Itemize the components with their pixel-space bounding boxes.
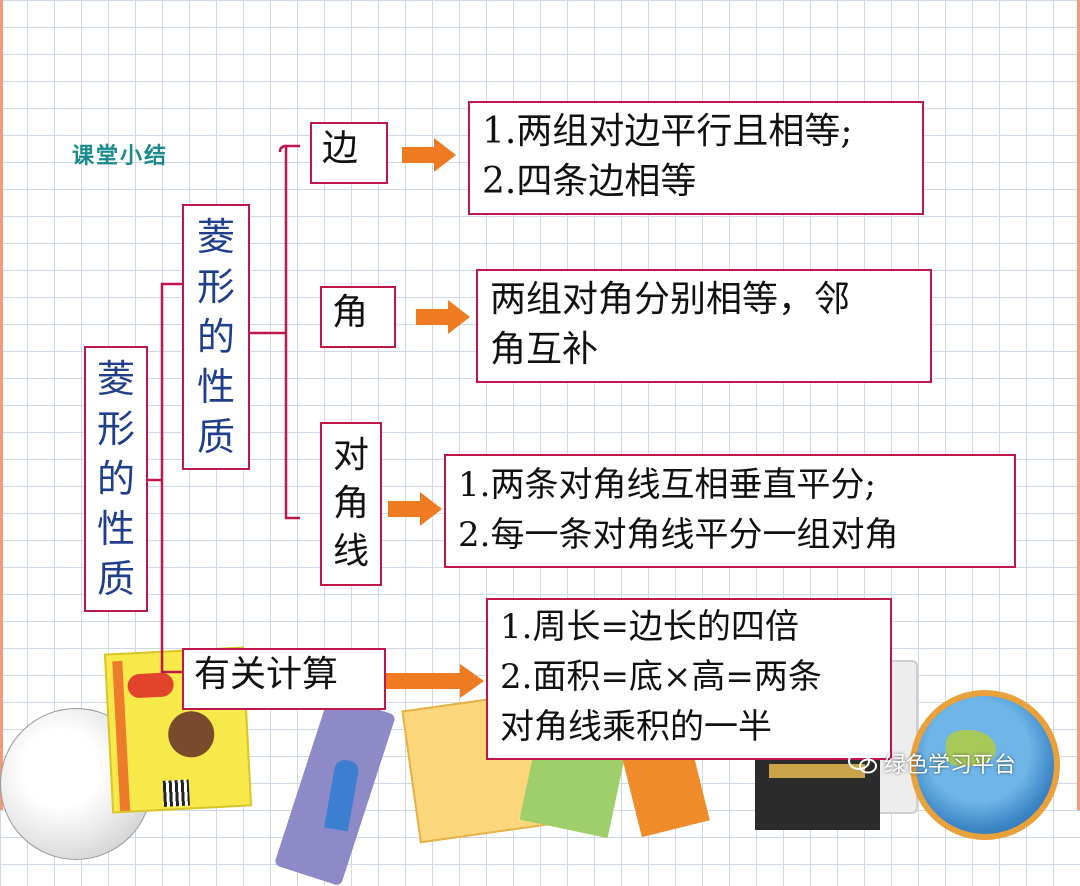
root-char: 性 [97,504,135,554]
properties-node: 菱 形 的 性 质 [182,204,250,470]
properties-char: 菱 [197,212,235,262]
detail-side: 1.两组对边平行且相等; 2.四条边相等 [468,101,924,215]
watermark-text: 绿色学习平台 [884,747,1016,779]
detail-calculation-line: 1.周长=边长的四倍 [500,602,890,652]
detail-calculation: 1.周长=边长的四倍 2.面积=底×高=两条 对角线乘积的一半 [486,598,892,760]
detail-angle-line: 角互补 [490,325,930,375]
wechat-icon [848,751,878,775]
arrow-icon [402,138,458,172]
detail-angle: 两组对角分别相等，邻 角互补 [476,269,932,383]
root-char: 的 [97,454,135,504]
detail-calculation-line: 2.面积=底×高=两条 [500,652,890,702]
root-char: 形 [97,404,135,454]
category-diagonal-char: 角 [333,480,369,528]
properties-char: 性 [197,362,235,412]
properties-char: 质 [197,412,235,462]
root-char: 菱 [97,354,135,404]
watermark: 绿色学习平台 [848,746,1016,780]
arrow-icon [388,492,444,526]
detail-diagonal-line: 2.每一条对角线平分一组对角 [458,510,1014,560]
category-angle: 角 [320,286,396,348]
detail-calculation-line: 对角线乘积的一半 [500,702,890,752]
detail-side-line: 2.四条边相等 [482,157,922,207]
category-diagonal: 对 角 线 [320,422,382,586]
arrow-icon [416,300,472,334]
category-diagonal-char: 对 [333,432,369,480]
root-node: 菱 形 的 性 质 [84,346,148,612]
detail-side-line: 1.两组对边平行且相等; [482,107,922,157]
category-side: 边 [310,122,388,184]
arrow-icon [386,664,486,698]
category-angle-label: 角 [332,288,394,338]
calculation-label: 有关计算 [194,650,384,700]
detail-angle-line: 两组对角分别相等，邻 [490,275,930,325]
category-diagonal-char: 线 [333,528,369,576]
detail-diagonal: 1.两条对角线互相垂直平分; 2.每一条对角线平分一组对角 [444,454,1016,568]
root-char: 质 [97,554,135,604]
calculation-node: 有关计算 [182,648,386,710]
properties-char: 形 [197,262,235,312]
detail-diagonal-line: 1.两条对角线互相垂直平分; [458,460,1014,510]
category-side-label: 边 [322,124,386,174]
properties-char: 的 [197,312,235,362]
